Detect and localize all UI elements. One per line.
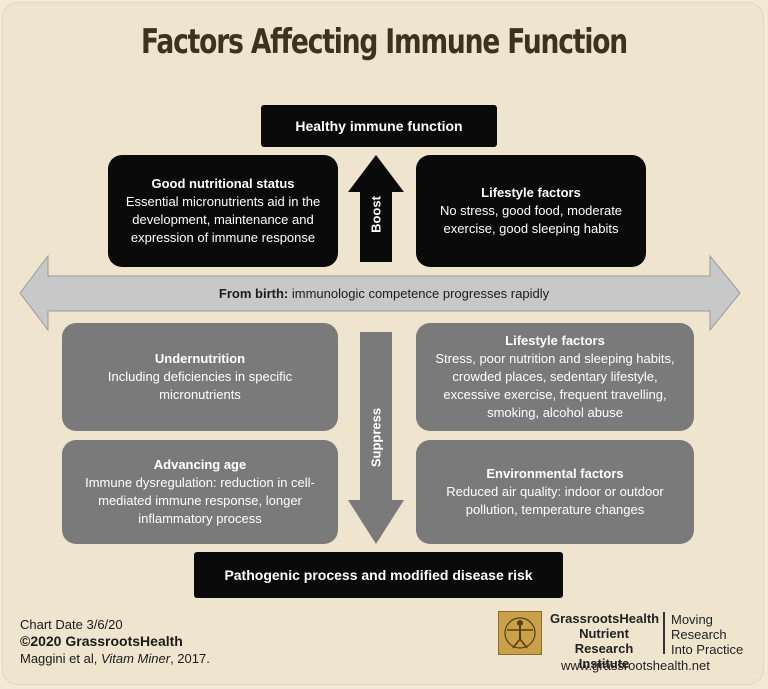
citation: Maggini et al, Vitam Miner, 2017.	[20, 650, 210, 667]
tagline-line-1: Moving	[671, 612, 713, 627]
org-line-2: Nutrient	[579, 626, 629, 641]
birth-caption-bold: From birth:	[218, 286, 289, 301]
boost-arrow-shape	[348, 155, 404, 262]
website-link[interactable]: www.grassrootshealth.net	[561, 658, 710, 673]
environmental-box: Environmental factors Reduced air qualit…	[416, 440, 694, 544]
good-nutrition-heading: Good nutritional status	[151, 175, 295, 191]
healthy-immune-banner: Healthy immune function	[261, 105, 497, 147]
suppress-label: Suppress	[368, 407, 384, 468]
org-name: GrassrootsHealth Nutrient Research Insti…	[550, 611, 660, 671]
footer-divider	[663, 612, 665, 654]
advancing-age-box: Advancing age Immune dysregulation: redu…	[62, 440, 338, 544]
org-line-1: GrassrootsHealth	[550, 611, 660, 626]
advancing-age-text: Immune dysregulation: reduction in cell-…	[85, 474, 315, 526]
lifestyle-bad-box: Lifestyle factors Stress, poor nutrition…	[416, 323, 694, 431]
undernutrition-box: Undernutrition Including deficiencies in…	[62, 323, 338, 431]
vitruvian-logo-icon	[498, 611, 542, 655]
environmental-heading: Environmental factors	[486, 465, 624, 481]
lifestyle-bad-heading: Lifestyle factors	[505, 332, 605, 348]
citation-authors: Maggini et al,	[20, 651, 101, 666]
undernutrition-heading: Undernutrition	[154, 350, 246, 366]
lifestyle-good-box: Lifestyle factors No stress, good food, …	[416, 155, 646, 267]
environmental-text: Reduced air quality: indoor or outdoor p…	[446, 483, 664, 517]
chart-date: Chart Date 3/6/20	[20, 617, 123, 632]
double-arrow-shape	[19, 254, 741, 332]
footer-credits: Chart Date 3/6/20 ©2020 GrassrootsHealth…	[20, 616, 210, 667]
page-title: Factors Affecting Immune Function	[141, 22, 628, 62]
undernutrition-text: Including deficiencies in specific micro…	[107, 368, 293, 402]
lifestyle-bad-text: Stress, poor nutrition and sleeping habi…	[435, 350, 675, 420]
tagline: Moving Research Into Practice	[671, 612, 743, 657]
tagline-line-3: Into Practice	[671, 642, 744, 657]
good-nutrition-text: Essential micronutrients aid in the deve…	[125, 193, 321, 245]
copyright: ©2020 GrassrootsHealth	[20, 633, 183, 649]
citation-year: , 2017.	[170, 651, 210, 666]
good-nutrition-box: Good nutritional status Essential micron…	[108, 155, 338, 267]
pathogenic-banner: Pathogenic process and modified disease …	[194, 552, 563, 598]
tagline-line-2: Research	[671, 627, 727, 642]
birth-caption: From birth: immunologic competence progr…	[0, 286, 768, 301]
birth-caption-text: immunologic competence progresses rapidl…	[291, 286, 550, 301]
lifestyle-good-text: No stress, good food, moderate exercise,…	[439, 202, 623, 236]
suppress-arrow-shape	[348, 332, 404, 544]
advancing-age-heading: Advancing age	[153, 456, 247, 472]
org-line-3: Research Institute	[574, 641, 634, 671]
lifestyle-good-heading: Lifestyle factors	[481, 184, 581, 200]
boost-label: Boost	[368, 196, 384, 233]
citation-journal: Vitam Miner	[100, 651, 171, 666]
